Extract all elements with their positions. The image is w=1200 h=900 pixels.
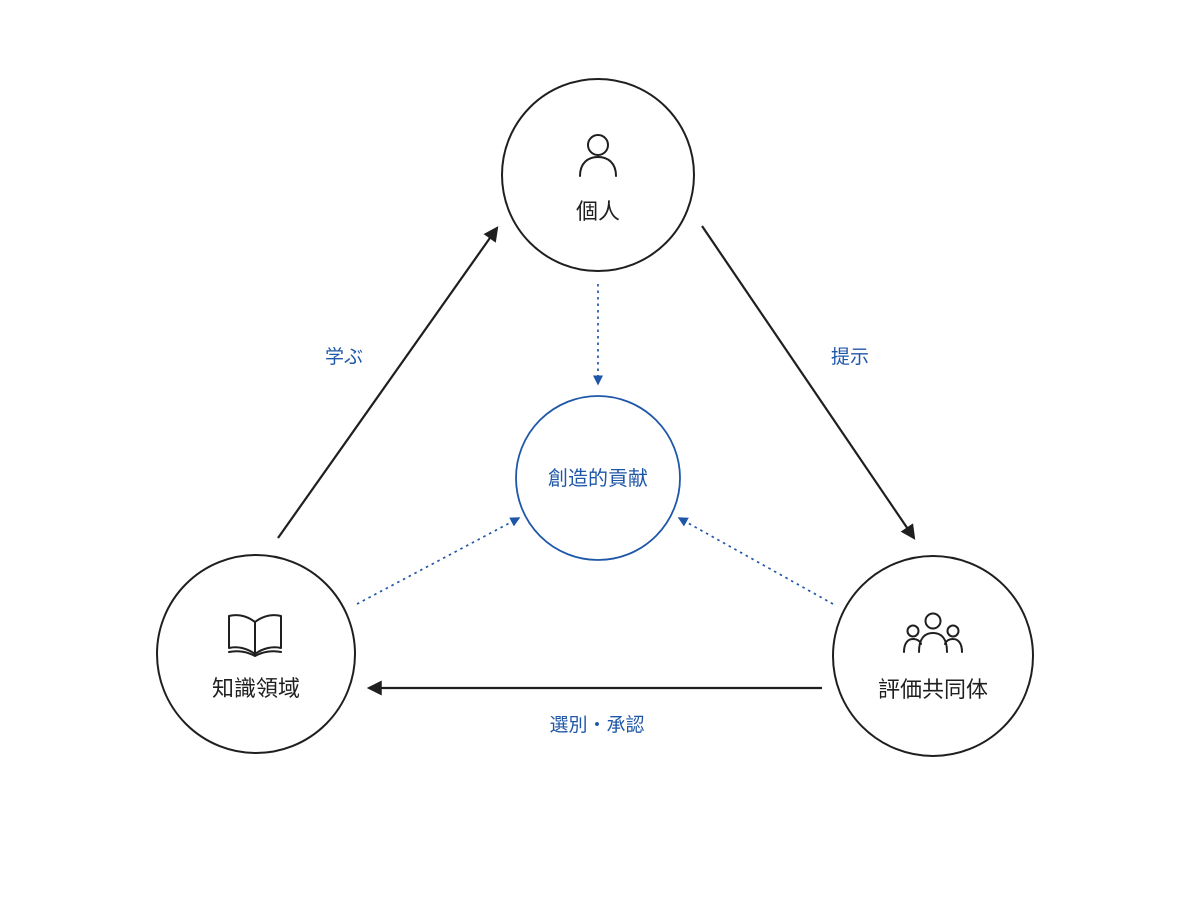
edge-present-label: 提示 [831, 346, 869, 368]
node-center: 創造的貢献 [515, 395, 681, 561]
node-knowledge-domain: 知識領域 [156, 554, 356, 754]
node-evaluation-community-circle [832, 555, 1034, 757]
node-individual-label: 個人 [576, 200, 620, 225]
person-icon [579, 134, 617, 177]
group-icon [903, 612, 963, 653]
dotted-edge-knowledge-to-center [356, 517, 521, 605]
node-evaluation-community: 評価共同体 [832, 555, 1034, 757]
edge-learn-label: 学ぶ [325, 346, 363, 368]
node-knowledge-domain-label: 知識領域 [212, 677, 300, 702]
node-evaluation-community-label: 評価共同体 [878, 678, 988, 703]
node-individual-circle [501, 78, 695, 272]
edge-learn-arrow [277, 226, 499, 539]
edge-present-arrow [701, 225, 916, 540]
edge-select-approve-label: 選別・承認 [549, 714, 644, 736]
node-individual: 個人 [501, 78, 695, 272]
dotted-edge-community-to-center [677, 517, 834, 605]
open-book-icon [228, 614, 282, 657]
node-center-circle [515, 395, 681, 561]
node-center-label: 創造的貢献 [548, 466, 648, 490]
